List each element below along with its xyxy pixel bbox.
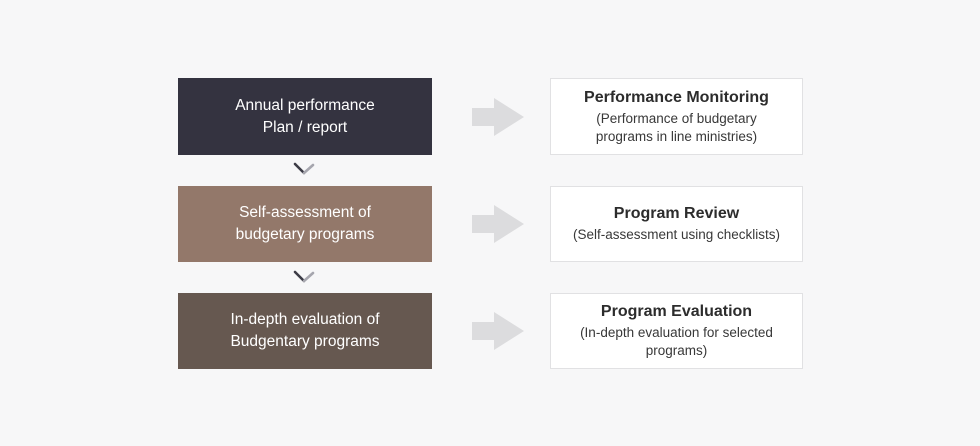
result-subtitle-line: programs) [645, 343, 708, 358]
result-subtitle-line: programs in line ministries) [595, 128, 758, 144]
result-title: Program Review [613, 205, 740, 222]
source-box-line: In-depth evaluation of [230, 311, 380, 328]
source-box-annual-performance: Annual performance Plan / report [178, 78, 432, 155]
result-title: Program Evaluation [600, 303, 753, 320]
result-title: Performance Monitoring [584, 88, 769, 106]
result-box-program-evaluation: Program Evaluation (In-depth evaluation … [550, 293, 803, 369]
source-box-line: Budgentary programs [230, 333, 380, 350]
result-subtitle-line: (Performance of budgetary [596, 110, 757, 126]
result-subtitle-line: (Self-assessment using checklists) [572, 227, 781, 242]
source-box-line: budgetary programs [235, 226, 375, 243]
result-box-program-review: Program Review (Self-assessment using ch… [550, 186, 803, 262]
source-box-in-depth-evaluation: In-depth evaluation of Budgentary progra… [178, 293, 432, 369]
source-box-line: Annual performance [235, 96, 375, 114]
source-box-line: Self-assessment of [239, 204, 371, 221]
right-arrow-icon [472, 205, 524, 243]
source-box-line: Plan / report [262, 118, 348, 136]
source-box-self-assessment: Self-assessment of budgetary programs [178, 186, 432, 262]
chevron-down-icon [291, 269, 317, 285]
result-box-performance-monitoring: Performance Monitoring (Performance of b… [550, 78, 803, 155]
result-subtitle-line: (In-depth evaluation for selected [580, 325, 773, 340]
right-arrow-icon [472, 98, 524, 136]
chevron-down-icon [291, 161, 317, 177]
right-arrow-icon [472, 312, 524, 350]
